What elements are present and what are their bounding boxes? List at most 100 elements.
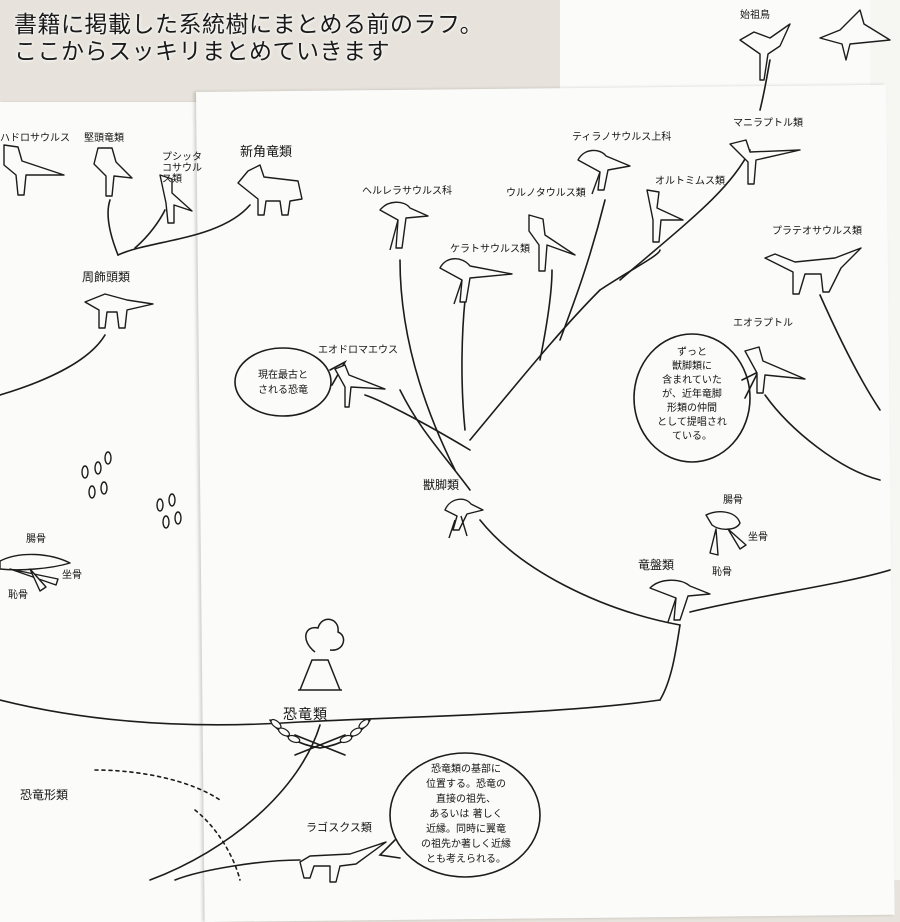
branch-herrerasaur [399,259,456,471]
branch-psittacosaur [134,209,166,249]
label-early-birds: 始祖鳥 [740,10,770,21]
maniraptor-figure [729,139,801,185]
note-line: の祖先か著しく近縁 [421,839,511,850]
note-oldest: 現在最古と される恐竜 [240,368,326,398]
label-ischium-b: 恥骨 [712,567,732,578]
label-tyrannosauroidea: ティラノサウルス上科 [572,132,672,143]
note-bubble-oldest [234,347,332,417]
caption: 書籍に掲載した系統樹にまとめる前のラフ。 ここからスッキリまとめていきます [14,12,483,66]
branch-plateosaur [819,294,881,411]
note-line: 位置する。恐竜の [426,779,506,790]
caption-line-1: 書籍に掲載した系統樹にまとめる前のラフ。 [14,12,484,38]
label-ilium-b: 腸骨 [723,495,743,506]
note-line: 含まれていた [662,375,722,386]
note-bubble-lagosuchus [389,752,541,878]
branch-ornithischia [0,334,106,396]
label-sauropodomorphs: プラテオサウルス類 [772,226,862,237]
note-line: ている。 [672,431,712,442]
bird-figure [739,23,791,81]
label-ilium-a: 腸骨 [26,534,46,545]
branch-pachycephalosaur [107,199,119,256]
dashed-leader [94,769,221,801]
label-marginocephalia: 周飾頭類 [82,270,131,284]
branch-sauropodomorph-stem [689,569,891,613]
phylogeny-drawing [0,9,891,883]
label-herrerasauridae: ヘルレラサウルス科 [362,186,452,197]
note-line: 現在最古と [258,370,308,381]
bird-figure [819,9,891,61]
pachycephalosaur-figure [93,147,133,197]
label-theropods: 獣脚類 [423,478,460,492]
pelvis-sketch-saurischian [705,511,747,556]
ceratosaur-figure [439,258,513,305]
branch-bird [759,59,771,111]
label-ceratosaurs: ケラトサウルス類 [450,244,530,255]
branch-ornithomimid [599,249,661,291]
note-bubble-tail-lagosuchus [378,839,401,859]
note-line: 恐竜類の基部に [431,764,501,775]
ceratopsian-figure [237,164,303,216]
plateosaur-figure [764,247,862,295]
note-line: が、近年竜脚 [662,389,722,400]
branch-allosaur [539,269,553,361]
branch-dinosauriform [149,724,321,881]
laurel-cross-b [294,734,346,756]
note-line: として提唱され [657,417,727,428]
tyrannosaur-figure [577,149,631,195]
branch-lagosuchus [174,859,301,881]
label-pachycephalosaurs: 堅頭竜類 [84,133,124,144]
label-dinosaurs: 恐竜類 [283,707,328,723]
laurel-leaf [349,727,363,737]
label-psittacosaurus: プシッタコサウルス類 [162,152,202,185]
pelvis-sketch-ornithischian [0,553,71,592]
saurischian-figure [649,579,711,623]
marginocephalian-figure [84,293,154,329]
laurel-leaf [287,734,301,744]
note-line: ずっと [677,347,707,358]
label-allosauroids: ウルノタウルス類 [506,188,586,199]
hadrosaur-figure [3,144,65,196]
note-line: とも考えられる。 [426,854,506,865]
branch-marginocephalia [117,204,251,256]
footprint-icon [156,493,182,529]
note-line: あるいは 著しく [429,809,503,820]
label-ornithomimids: オルトミムス類 [655,176,725,187]
note-line: される恐竜 [258,385,308,396]
note-eoraptor: ずっと 獣脚類に 含まれていた が、近年竜脚 形類の仲間 として提唱され ている… [640,346,744,444]
note-line: 近縁。同時に翼竜 [426,824,506,835]
branch-theropod-stem [479,519,681,626]
label-hadrosaurs: ハドロサウルス [0,133,70,144]
branch-eodromaeus [364,394,471,451]
label-maniraptora: マニラプトル類 [733,118,803,129]
ornithomimid-figure [646,189,684,243]
psittacosaur-figure [159,174,193,224]
laurel-leaf [339,734,353,744]
branch-ceratosaur [461,299,466,431]
label-ceratopsians: 新角竜類 [240,145,293,160]
note-bubble-eoraptor [633,333,751,463]
label-lagosuchus: ラゴスクス類 [306,821,372,834]
note-line: 直接の祖先、 [436,794,496,805]
label-pubis-b: 坐骨 [748,532,768,543]
laurel-leaf [277,727,291,737]
eoraptor-figure [744,346,806,394]
branch-saurischia-stem [659,624,681,701]
label-pubis-a: 恥骨 [8,590,28,601]
caption-line-2: ここからスッキリまとめていきます [14,39,390,65]
branch-maniraptor [619,149,751,281]
label-eoraptor: エオラプトル [733,318,793,329]
label-eodromaeus: エオドロマエウス [318,345,398,356]
eodromaeus-figure [334,364,386,408]
label-saurischians: 竜盤類 [638,558,675,572]
volcano-icon [298,618,345,691]
label-dinosauriformes: 恐竜形類 [20,788,69,802]
theropod-figure [444,498,484,539]
branch-eoraptor [764,394,881,481]
label-ischium-a: 坐骨 [62,570,82,581]
note-lagosuchus: 恐竜類の基部に 位置する。恐竜の 直接の祖先、 あるいは 著しく 近縁。同時に翼… [398,762,534,867]
footprint-icon [81,451,112,499]
note-bubble-tail-oldest [329,360,348,386]
branch-theropod-main [399,389,471,491]
branch-dinosaur-trunk [0,699,661,726]
dashed-leader-2 [194,809,241,881]
